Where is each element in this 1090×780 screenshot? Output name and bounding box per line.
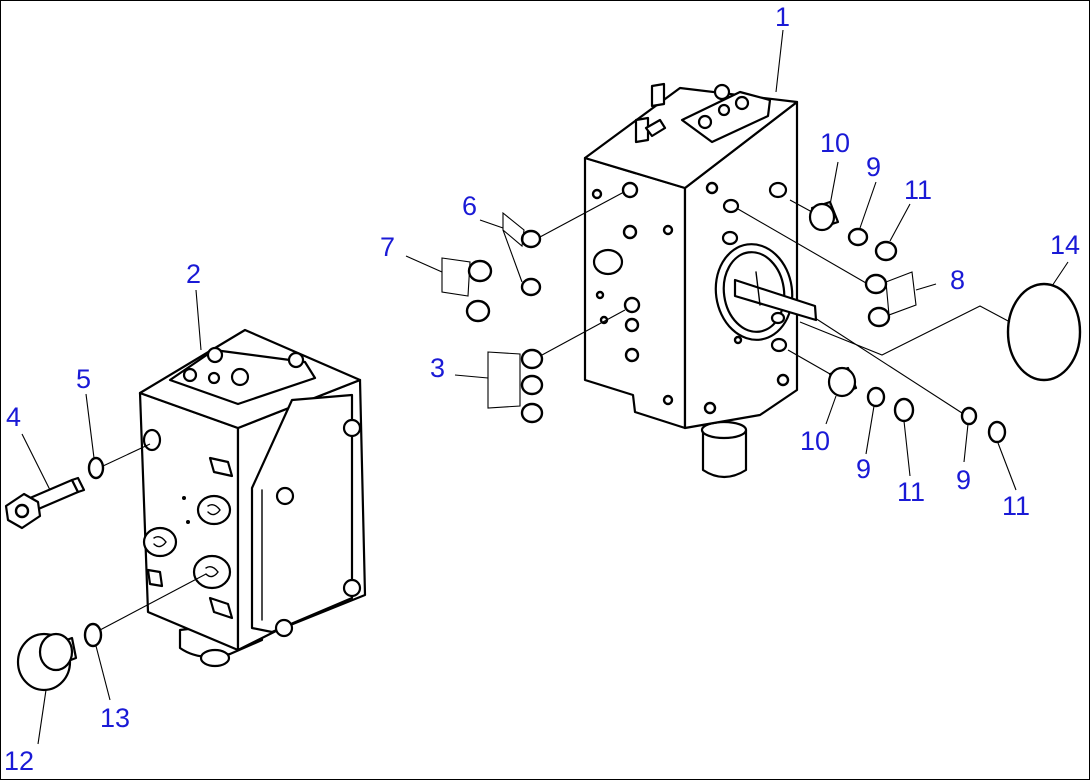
callout-10-lower: 10 (800, 426, 830, 456)
callout-5: 5 (76, 364, 91, 394)
o-rings-3 (487, 309, 626, 424)
o-rings-6 (502, 191, 625, 297)
washer-5 (87, 456, 105, 480)
washer-9-right (960, 406, 978, 426)
callout-9-upper: 9 (866, 152, 881, 182)
leader-14 (799, 305, 1011, 356)
callout-11-upper: 11 (904, 175, 932, 205)
callout-7: 7 (380, 232, 395, 262)
callout-8: 8 (950, 265, 965, 295)
callout-10-upper: 10 (820, 128, 850, 158)
washer-9-lower (866, 386, 886, 408)
o-ring-11-upper (874, 240, 898, 262)
bolt-4 (4, 476, 86, 530)
large-o-ring-14 (1006, 282, 1082, 382)
leader-13-to-port (99, 573, 207, 631)
callout-4: 4 (6, 402, 21, 432)
o-ring-11-right (987, 420, 1007, 444)
o-rings-7 (441, 257, 493, 323)
callout-1: 1 (775, 2, 790, 32)
callout-3: 3 (430, 353, 445, 383)
washer-9-upper (847, 227, 869, 247)
callout-11-right: 11 (1002, 491, 1030, 521)
plug-12 (16, 632, 78, 692)
callout-2: 2 (186, 259, 201, 289)
o-ring-13 (83, 622, 103, 648)
valve-body-2 (138, 328, 367, 668)
callout-9-right: 9 (956, 465, 971, 495)
callout-14: 14 (1050, 230, 1080, 260)
sleeve-10-lower (787, 349, 858, 398)
callout-leaders (21, 29, 1069, 745)
callout-13: 13 (100, 703, 130, 733)
o-ring-11-lower (893, 397, 915, 423)
callout-6: 6 (462, 191, 477, 221)
callout-11-lower: 11 (897, 477, 925, 507)
sleeve-10-upper (789, 199, 840, 232)
callout-9-lower: 9 (856, 454, 871, 484)
valve-body-1 (583, 82, 818, 479)
callout-12: 12 (4, 746, 34, 776)
o-rings-8 (737, 208, 917, 328)
leader-5-to-body (102, 443, 151, 467)
leader-shaft-9 (814, 317, 963, 414)
